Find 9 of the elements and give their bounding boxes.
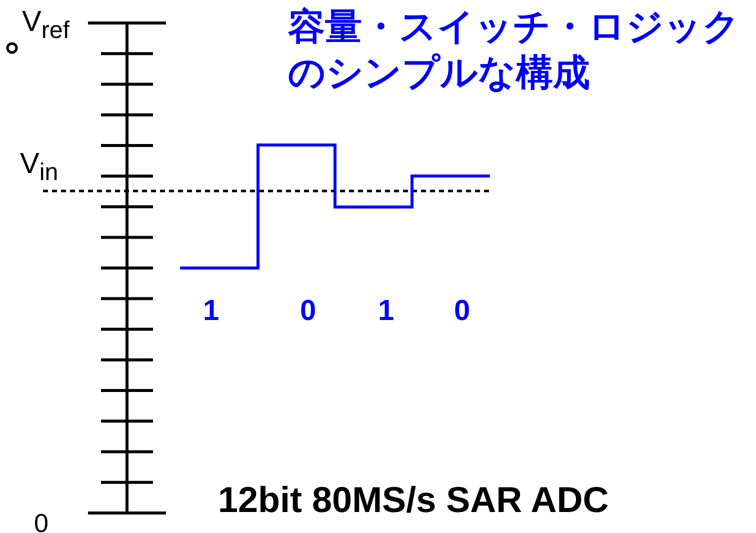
bit-label: 0	[300, 297, 316, 326]
voltage-label: V$_{ref}$	[22, 8, 70, 43]
bit-label: 1	[378, 297, 394, 326]
bit-label: 0	[454, 297, 470, 326]
voltage-label: 0	[34, 510, 48, 533]
title: 容量・スイッチ・ロジックのシンプルな構成	[288, 5, 740, 95]
bit-label: 1	[203, 297, 220, 326]
caption-text: 12bit 80MS/s SAR ADC	[218, 482, 609, 518]
voltage-label: V$_{in}$	[20, 150, 58, 185]
